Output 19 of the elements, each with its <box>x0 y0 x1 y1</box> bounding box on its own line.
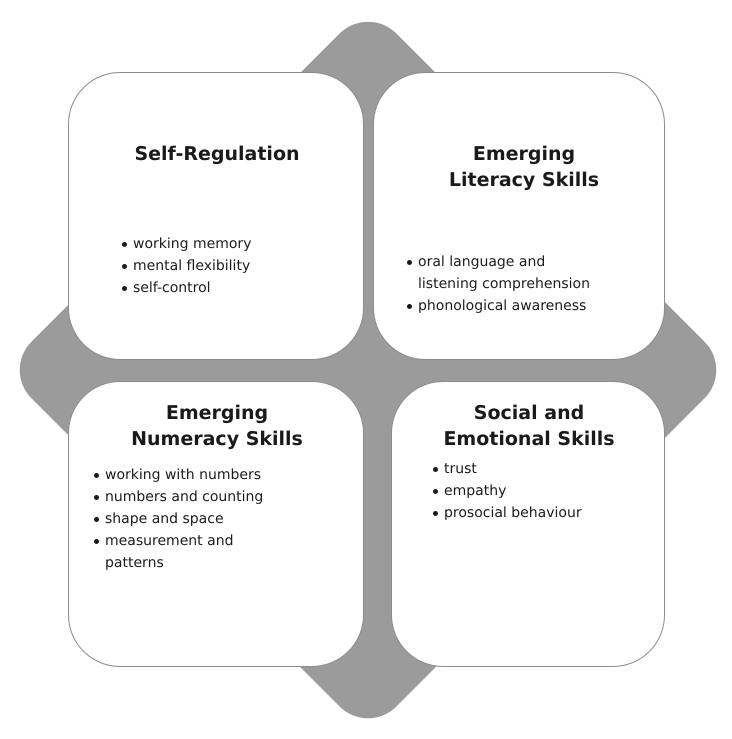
bullet-text: shape and space <box>105 511 224 527</box>
rounded-card <box>373 72 665 360</box>
card-heading: Self-Regulation <box>134 143 300 165</box>
bullet-text: empathy <box>444 483 506 499</box>
bullet-text: phonological awareness <box>418 298 586 314</box>
bullet-text: working with numbers <box>105 467 262 483</box>
bullet-text: prosocial behaviour <box>444 505 582 521</box>
bullet-text: mental flexibility <box>133 258 250 274</box>
bullet-text: working memory <box>133 236 252 252</box>
rounded-card <box>68 72 364 360</box>
rounded-card <box>68 381 364 667</box>
bullet-text: measurement and patterns <box>105 533 234 571</box>
bullet-text: numbers and counting <box>105 489 264 505</box>
bullet-text: trust <box>444 461 477 477</box>
rounded-card <box>391 381 665 667</box>
card-heading: Emerging Numeracy Skills <box>131 402 303 450</box>
bullet-text: self-control <box>133 280 211 296</box>
card-heading: Social and Emotional Skills <box>443 402 615 450</box>
card-heading: Emerging Literacy Skills <box>448 143 600 191</box>
